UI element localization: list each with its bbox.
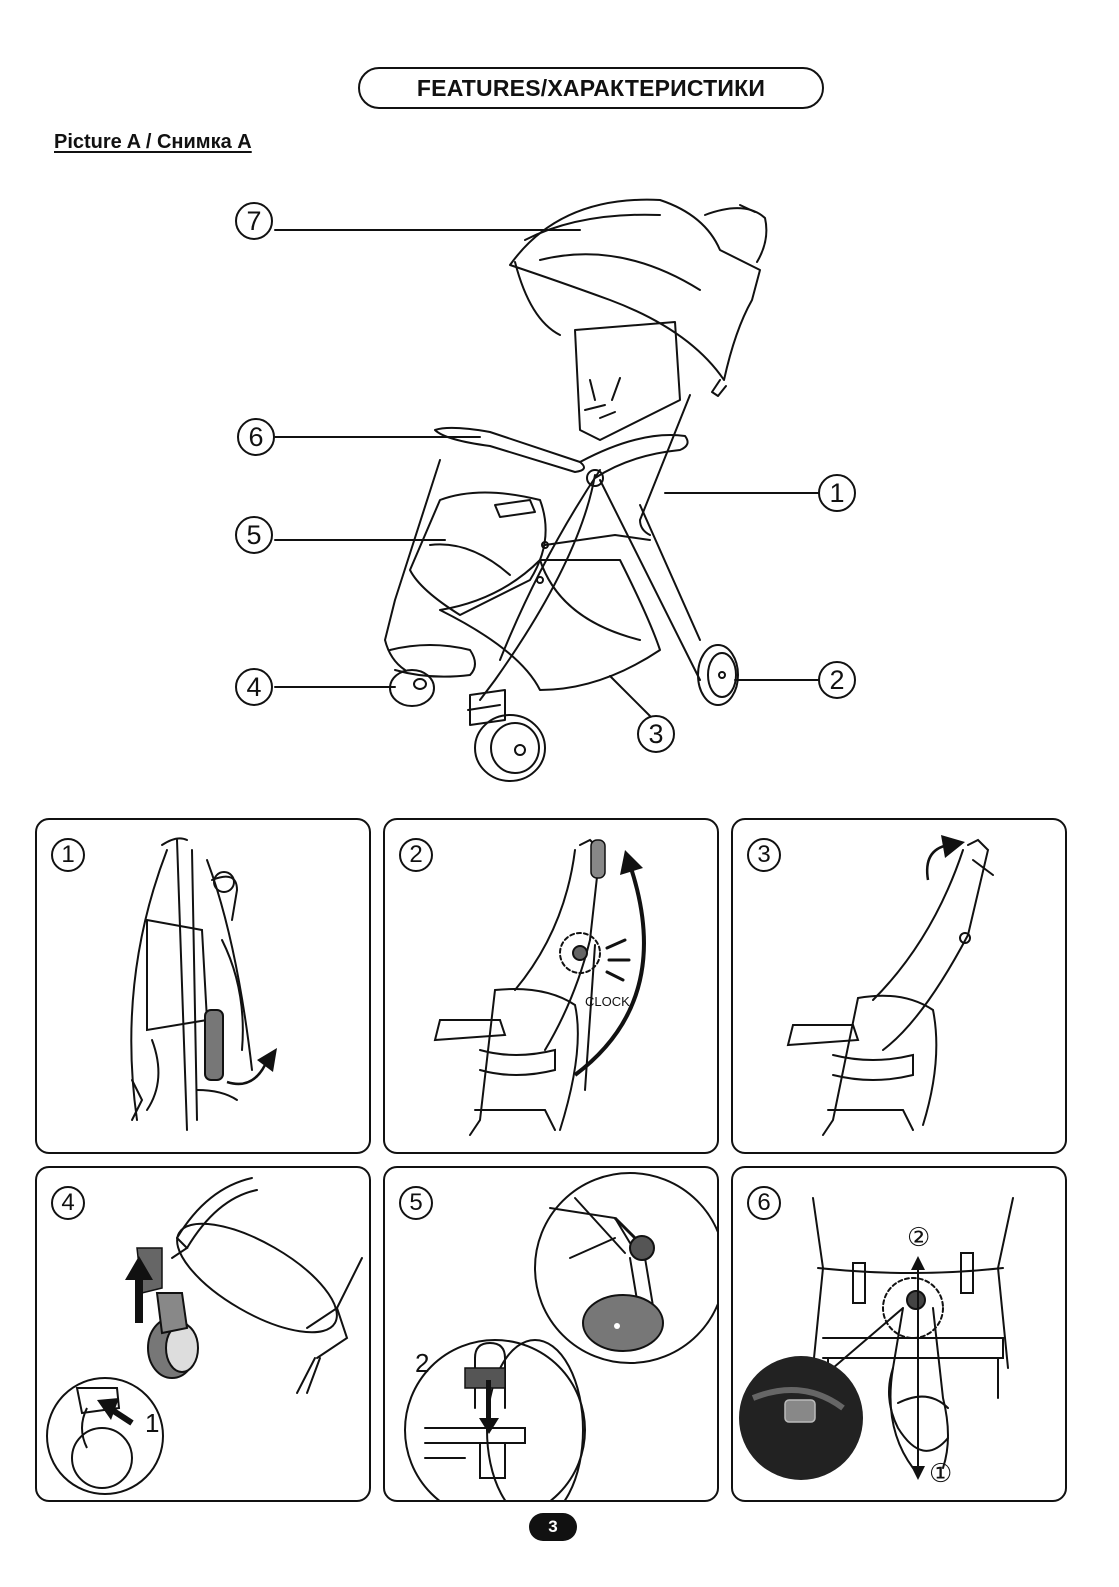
panel-number: 2 bbox=[399, 838, 433, 872]
opened-stroller-illustration bbox=[733, 820, 1067, 1154]
callout-2: 2 bbox=[818, 661, 856, 699]
callout-7: 7 bbox=[235, 202, 273, 240]
callout-1: 1 bbox=[818, 474, 856, 512]
stroller-illustration bbox=[0, 0, 1119, 800]
panel-4: 4 1 bbox=[35, 1166, 371, 1502]
panel-number: 5 bbox=[399, 1186, 433, 1220]
callout-5: 5 bbox=[235, 516, 273, 554]
callout-3: 3 bbox=[637, 715, 675, 753]
wheel-removal-illustration bbox=[37, 1168, 371, 1502]
panel-number: 1 bbox=[51, 838, 85, 872]
callout-4: 4 bbox=[235, 668, 273, 706]
unfolding-stroller-illustration bbox=[385, 820, 719, 1154]
panel-1: 1 bbox=[35, 818, 371, 1154]
panel-3: 3 bbox=[731, 818, 1067, 1154]
brake-illustration bbox=[385, 1168, 719, 1502]
panel-number: 4 bbox=[51, 1186, 85, 1220]
panel-number: 3 bbox=[747, 838, 781, 872]
folded-stroller-illustration bbox=[37, 820, 371, 1154]
callout-6: 6 bbox=[237, 418, 275, 456]
harness-adjustment-illustration bbox=[733, 1168, 1067, 1502]
page-number: 3 bbox=[529, 1513, 577, 1541]
panel-5: 5 2 bbox=[383, 1166, 719, 1502]
panel-2: 2 CLOCK bbox=[383, 818, 719, 1154]
panel-number: 6 bbox=[747, 1186, 781, 1220]
panel-6: 6 ② ① bbox=[731, 1166, 1067, 1502]
